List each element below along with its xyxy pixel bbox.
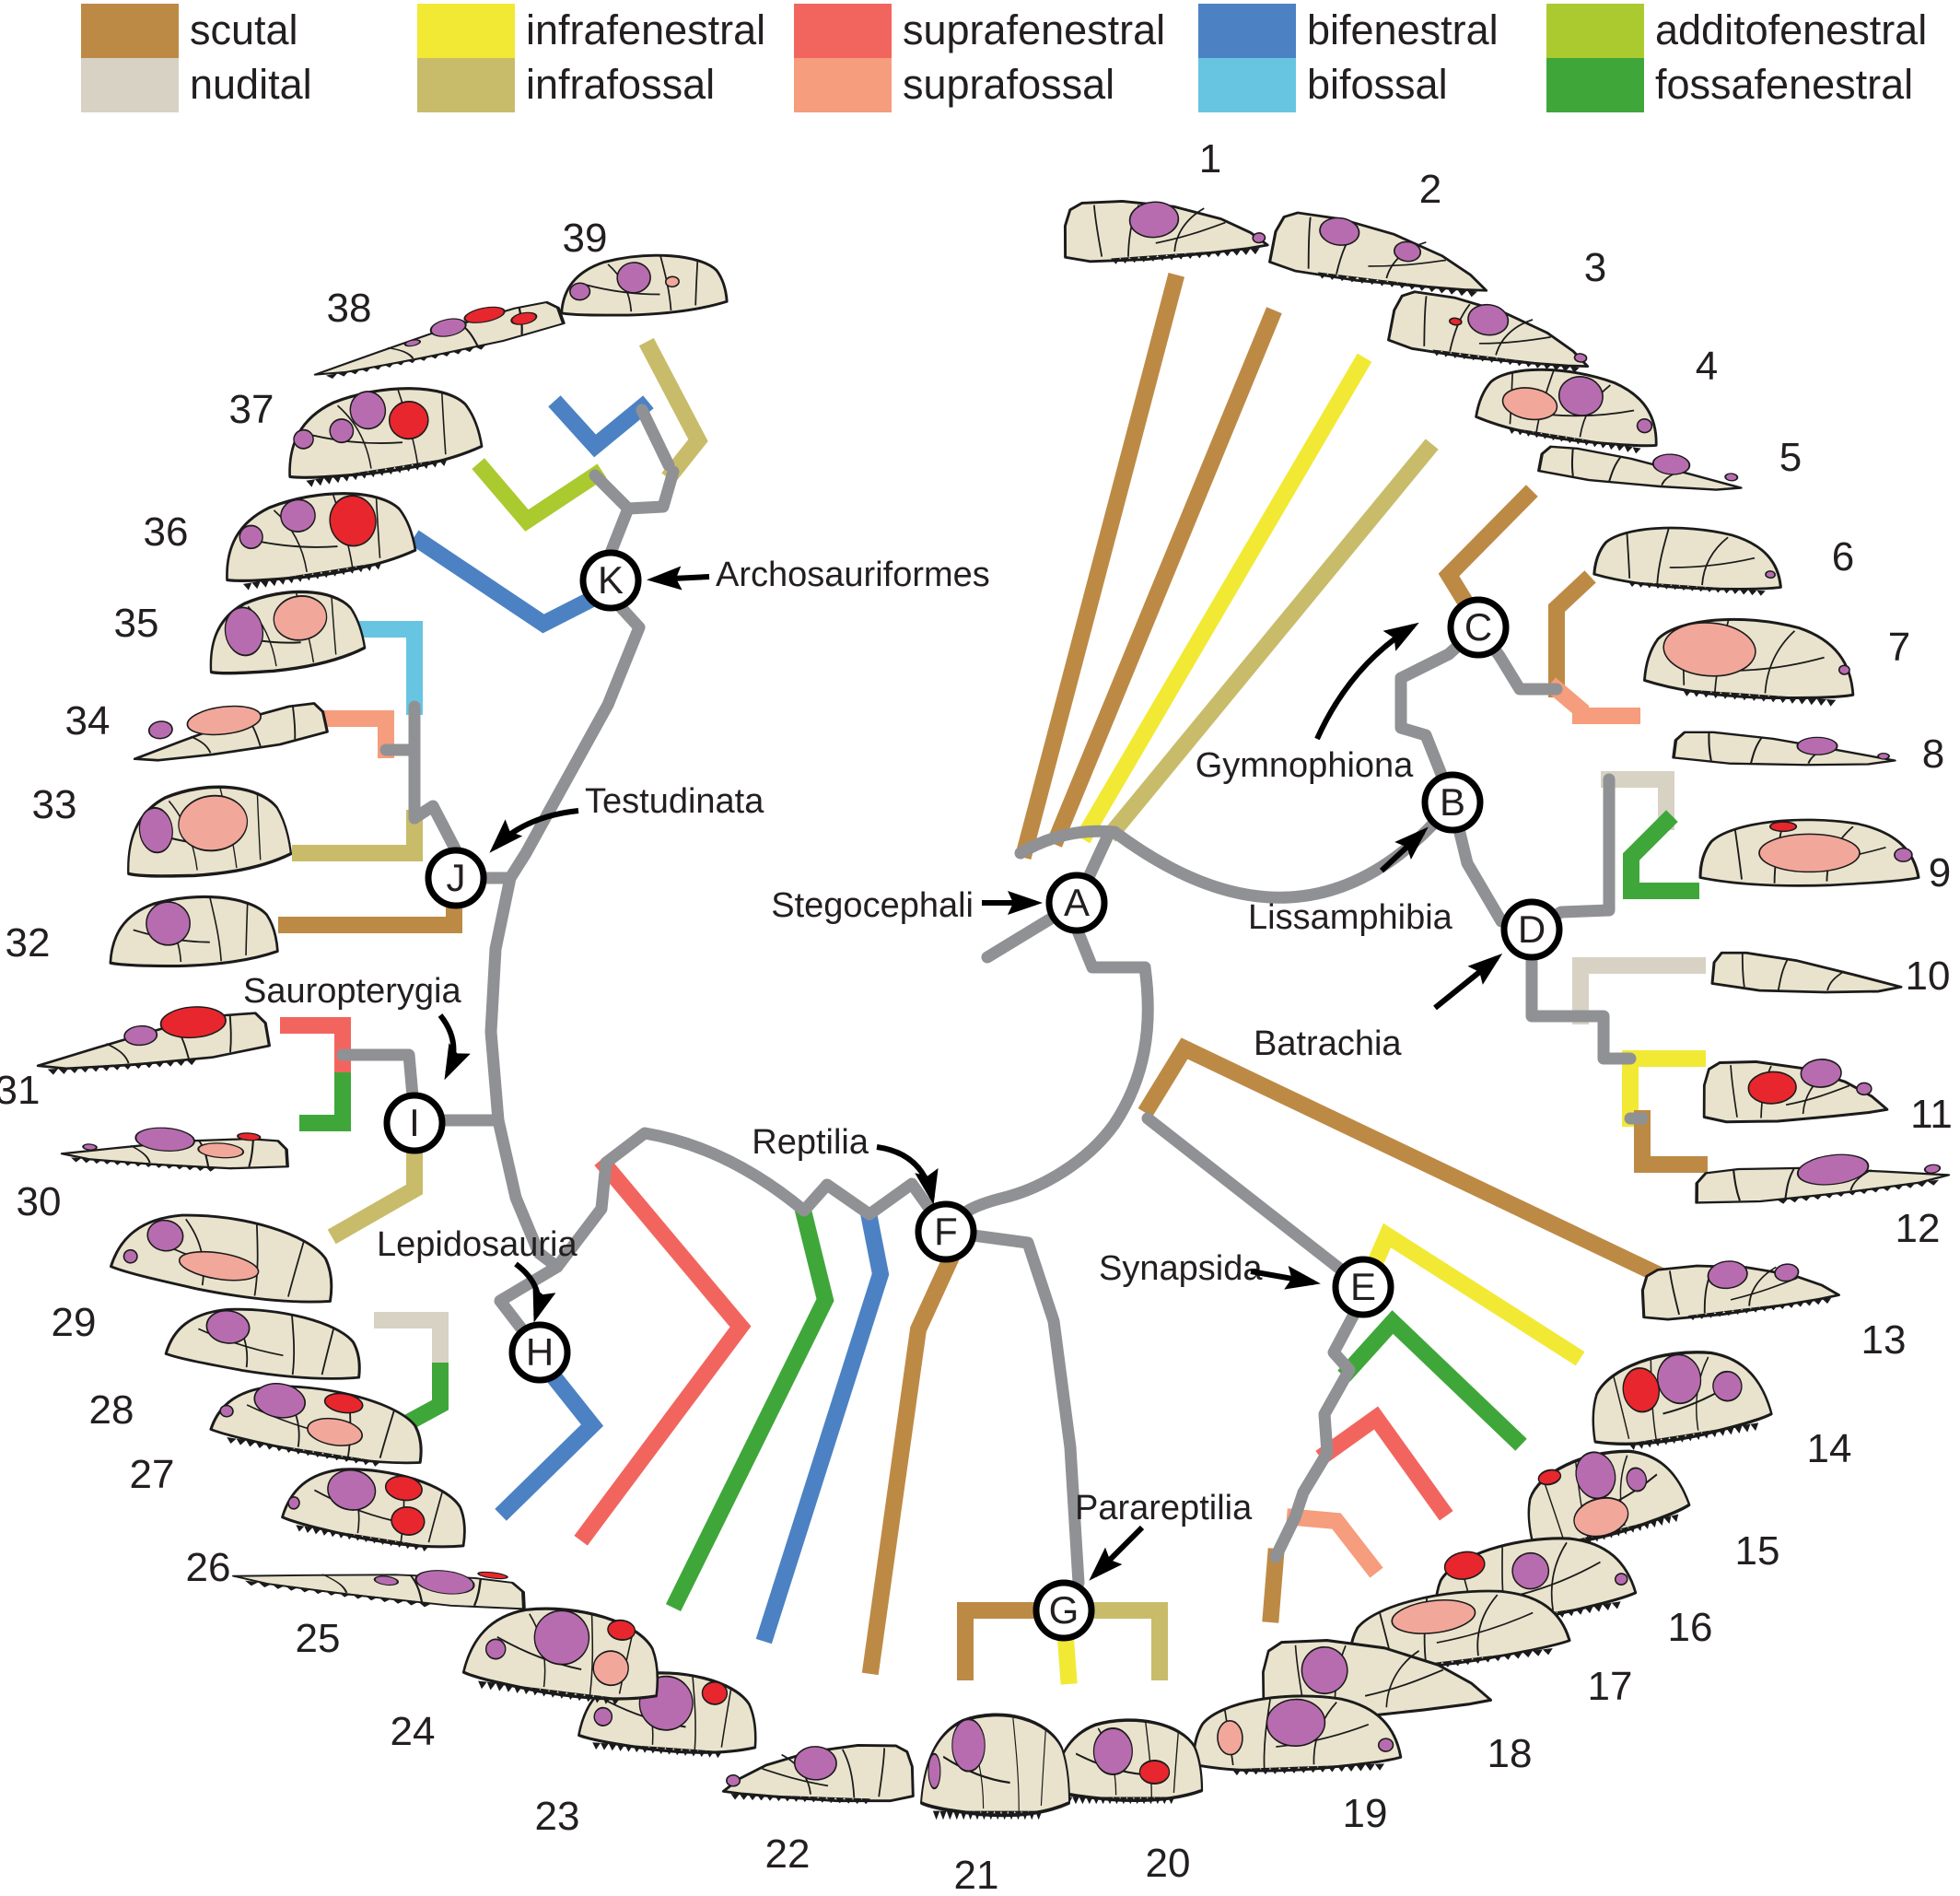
svg-text:Reptilia: Reptilia: [752, 1123, 869, 1162]
svg-text:Parareptilia: Parareptilia: [1075, 1489, 1253, 1527]
svg-text:bifenestral: bifenestral: [1307, 6, 1499, 53]
svg-text:11: 11: [1910, 1092, 1953, 1137]
svg-text:37: 37: [229, 387, 274, 432]
svg-text:Archosauriformes: Archosauriformes: [716, 556, 990, 594]
svg-text:9: 9: [1929, 850, 1951, 895]
svg-text:Batrachia: Batrachia: [1254, 1024, 1402, 1063]
svg-text:Testudinata: Testudinata: [585, 782, 764, 821]
svg-text:16: 16: [1668, 1605, 1713, 1650]
svg-text:13: 13: [1861, 1317, 1907, 1363]
svg-text:A: A: [1064, 881, 1090, 924]
svg-text:suprafossal: suprafossal: [903, 61, 1114, 108]
svg-text:34: 34: [65, 698, 111, 743]
svg-text:F: F: [934, 1210, 958, 1253]
svg-text:10: 10: [1906, 954, 1951, 999]
svg-text:Sauropterygia: Sauropterygia: [243, 972, 461, 1011]
svg-text:D: D: [1518, 907, 1546, 951]
svg-text:30: 30: [17, 1179, 62, 1224]
svg-text:C: C: [1464, 605, 1492, 649]
svg-text:Lissamphibia: Lissamphibia: [1248, 898, 1453, 937]
svg-text:Gymnophiona: Gymnophiona: [1196, 746, 1414, 785]
svg-text:17: 17: [1588, 1664, 1633, 1709]
svg-text:5: 5: [1779, 435, 1802, 480]
svg-text:26: 26: [186, 1545, 231, 1590]
svg-text:25: 25: [296, 1616, 341, 1661]
svg-text:33: 33: [32, 782, 77, 827]
svg-text:6: 6: [1832, 534, 1854, 579]
svg-text:7: 7: [1888, 625, 1910, 670]
svg-text:32: 32: [6, 920, 51, 966]
svg-text:Synapsida: Synapsida: [1099, 1249, 1263, 1288]
svg-text:nudital: nudital: [190, 61, 312, 108]
svg-text:22: 22: [765, 1832, 811, 1877]
svg-text:35: 35: [114, 601, 159, 646]
svg-text:scutal: scutal: [190, 6, 298, 53]
svg-text:14: 14: [1807, 1426, 1852, 1471]
svg-text:24: 24: [391, 1709, 436, 1754]
svg-text:4: 4: [1696, 344, 1718, 389]
svg-text:12: 12: [1896, 1206, 1941, 1251]
svg-text:suprafenestral: suprafenestral: [903, 6, 1165, 53]
svg-text:23: 23: [535, 1794, 580, 1839]
svg-text:3: 3: [1584, 245, 1606, 290]
svg-text:additofenestral: additofenestral: [1655, 6, 1927, 53]
svg-text:1: 1: [1199, 136, 1221, 181]
svg-text:39: 39: [563, 216, 608, 261]
svg-text:21: 21: [954, 1853, 999, 1891]
svg-text:infrafenestral: infrafenestral: [526, 6, 765, 53]
svg-text:J: J: [447, 856, 466, 899]
svg-text:18: 18: [1488, 1731, 1533, 1776]
svg-text:27: 27: [130, 1452, 175, 1497]
svg-text:2: 2: [1419, 167, 1441, 212]
svg-text:28: 28: [89, 1387, 134, 1433]
svg-text:Stegocephali: Stegocephali: [771, 886, 974, 925]
svg-text:bifossal: bifossal: [1307, 61, 1448, 108]
svg-text:infrafossal: infrafossal: [526, 61, 715, 108]
svg-text:20: 20: [1146, 1841, 1191, 1886]
svg-text:E: E: [1350, 1265, 1376, 1308]
svg-text:31: 31: [0, 1068, 40, 1113]
svg-text:H: H: [526, 1330, 554, 1374]
svg-text:8: 8: [1922, 731, 1944, 777]
svg-text:38: 38: [327, 286, 372, 331]
svg-text:15: 15: [1735, 1528, 1780, 1574]
svg-text:G: G: [1049, 1588, 1079, 1632]
svg-text:K: K: [598, 558, 624, 602]
svg-text:29: 29: [52, 1300, 97, 1345]
svg-text:B: B: [1440, 780, 1465, 824]
svg-text:I: I: [409, 1101, 420, 1144]
svg-text:19: 19: [1343, 1791, 1388, 1836]
svg-text:Lepidosauria: Lepidosauria: [377, 1225, 578, 1264]
svg-text:fossafenestral: fossafenestral: [1655, 61, 1913, 108]
svg-text:36: 36: [144, 509, 189, 555]
